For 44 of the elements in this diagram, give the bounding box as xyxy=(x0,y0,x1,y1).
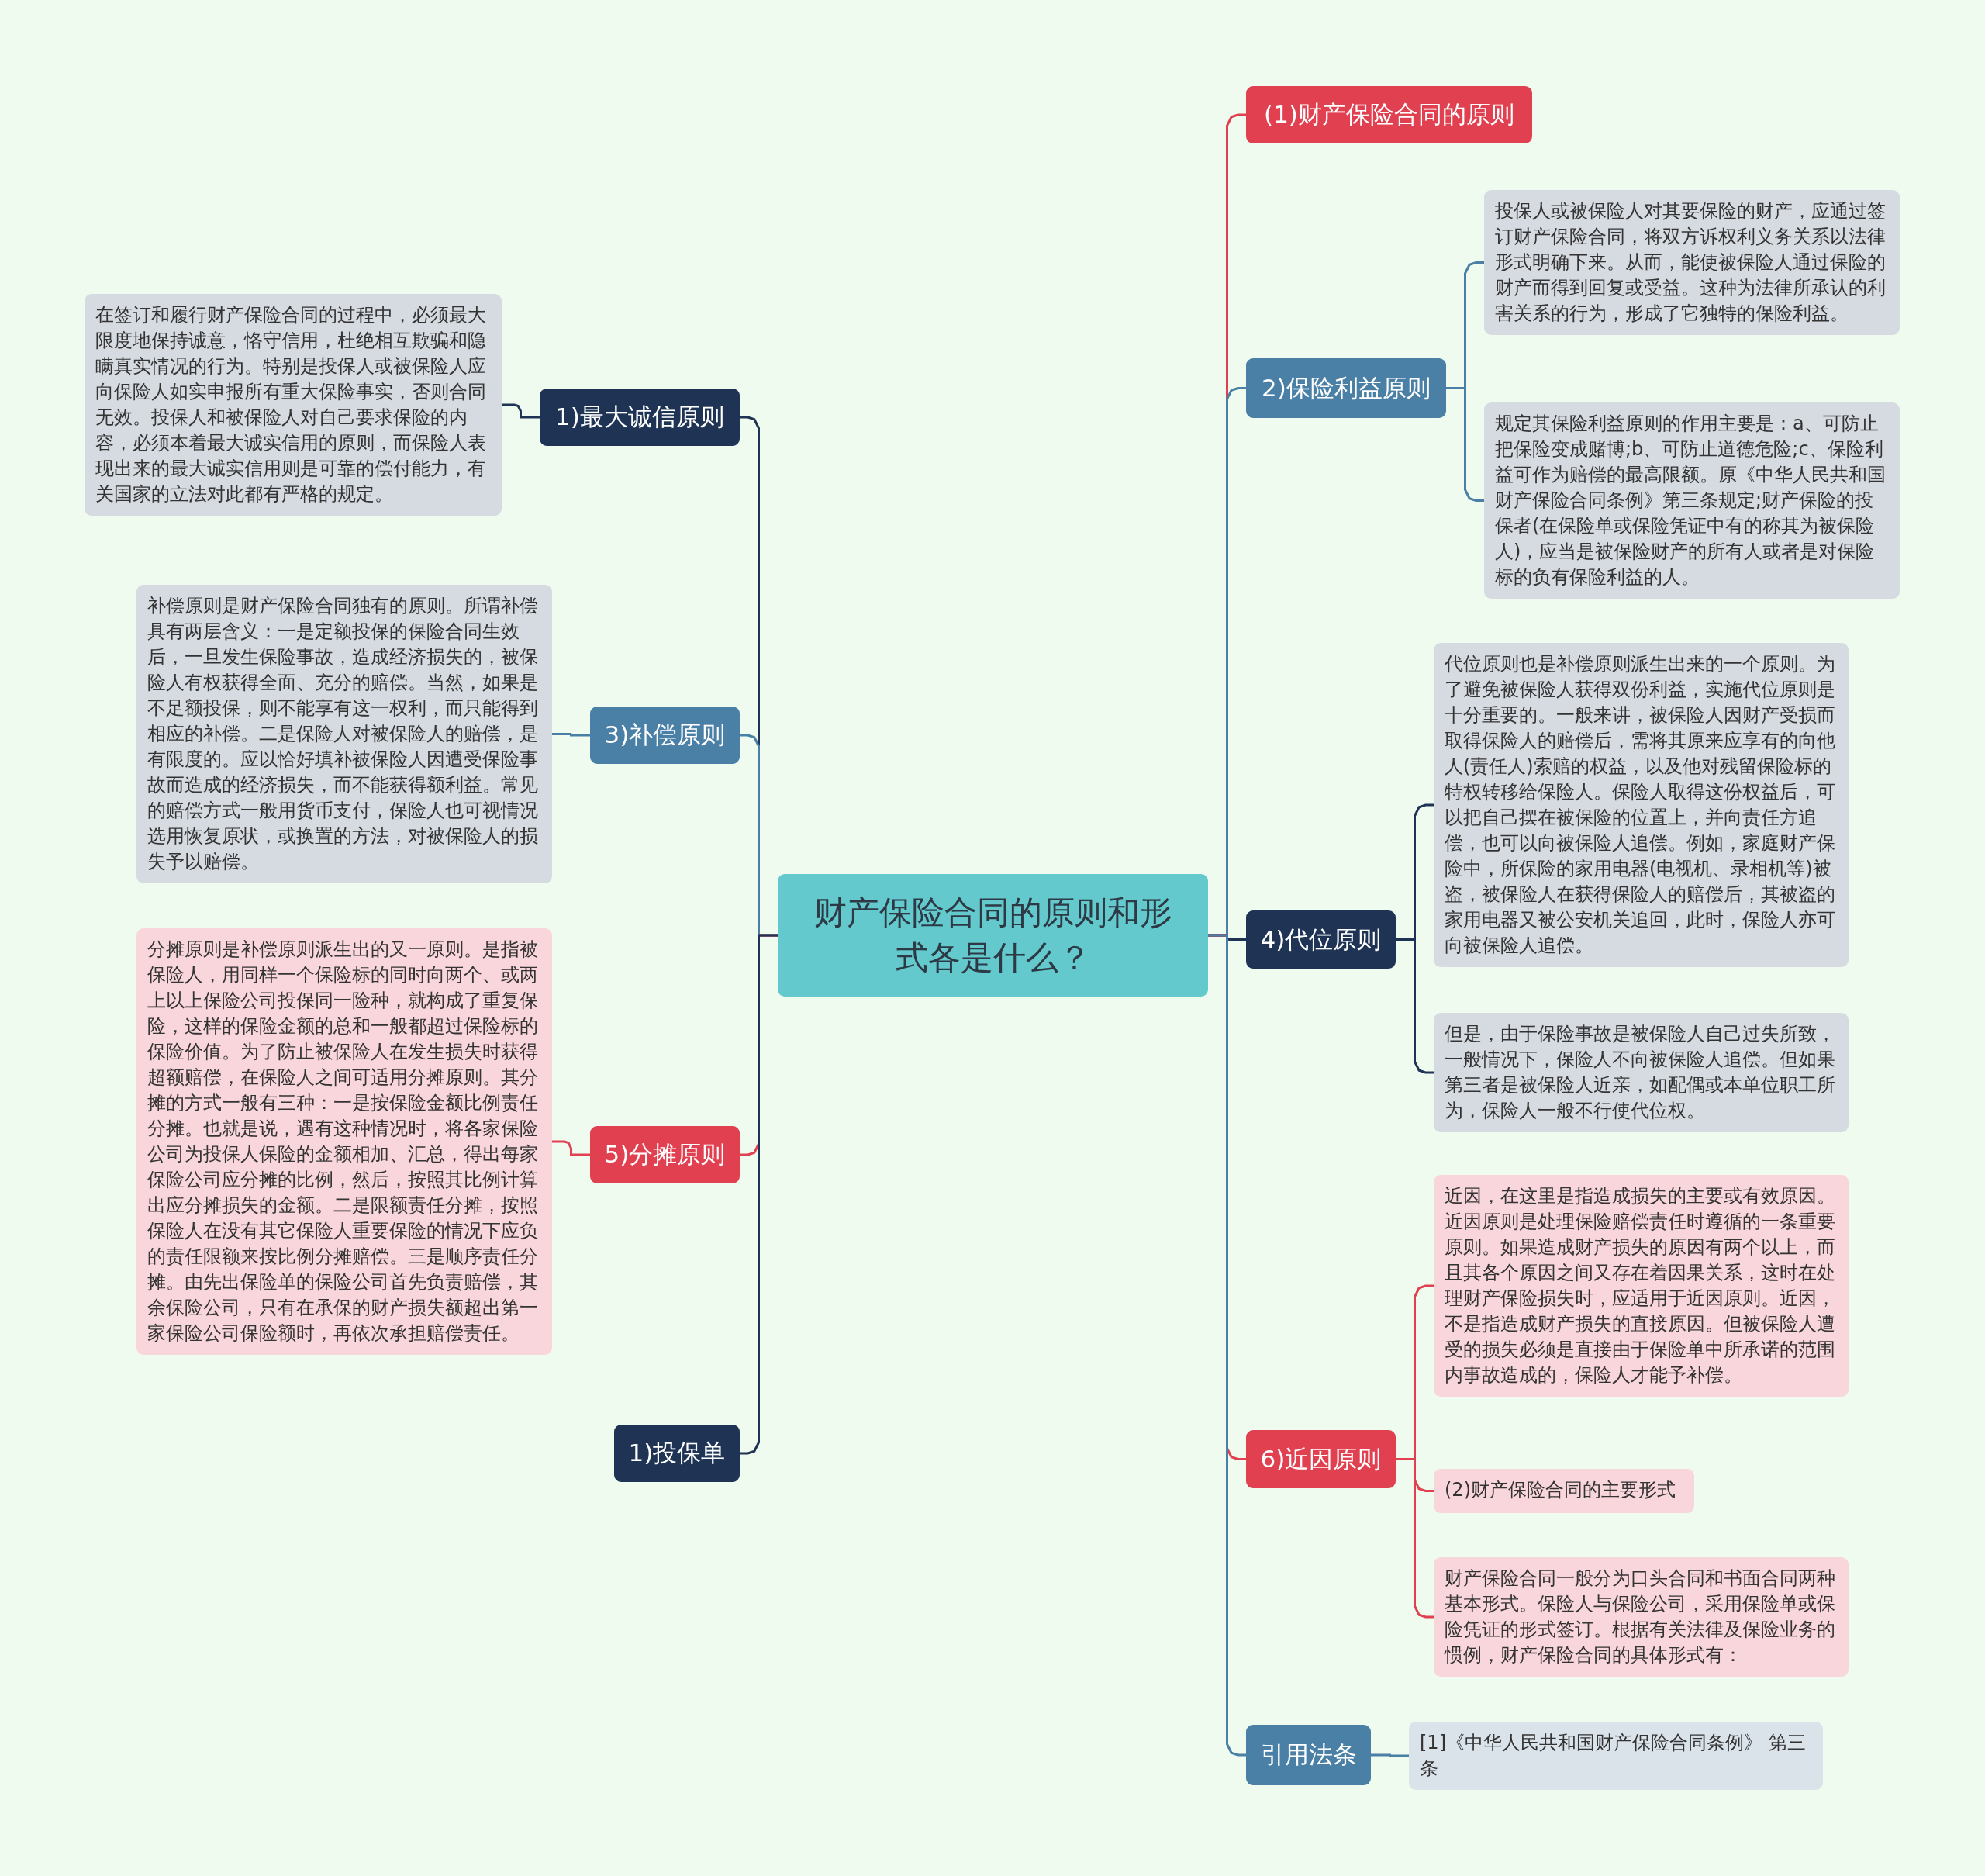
topic-label: 6)近因原则 xyxy=(1260,1443,1382,1474)
topic-box xyxy=(1246,86,1532,143)
connector-line xyxy=(1396,1458,1434,1619)
topic-label: 1)最大诚信原则 xyxy=(555,402,724,432)
topic-box xyxy=(590,707,740,764)
central-topic-box xyxy=(778,874,1208,997)
topic-box xyxy=(1246,1725,1371,1785)
topic-label: 5)分摊原则 xyxy=(604,1139,726,1169)
topic-box xyxy=(614,1425,740,1482)
topic-label: (1)财产保险合同的原则 xyxy=(1264,99,1514,130)
note-box xyxy=(1434,1013,1849,1132)
topic-box xyxy=(540,389,740,446)
note-text: 补偿原则是财产保险合同独有的原则。所谓补偿具有两层含义：一是定额投保的保险合同生效后，一旦发生保险事故，造成经济损失的，被保险人有权获得全面、充分的赔偿。当然，如果是不足额投保，则不能享有这一权利，而只能得到相应的补偿。二是保险人对被保险人的赔偿，是有限度的。应以恰好填补被保险人因遭受保险事故而造成的经济损失，而不能获得额利益。常见的赔偿方式一般用货币支付，保险人也可视情况选用恢复原状，或换置的方法，对被保险人的损失予以赔偿。 xyxy=(147,594,539,874)
topic-label: 4)代位原则 xyxy=(1260,924,1382,955)
note-text: 但是，由于保险事故是被保险人自己过失所致，一般情况下，保险人不向被保险人追偿。但如果第三者是被保险人近亲，如配偶或本单位职工所为，保险人一般不行使代位权。 xyxy=(1445,1022,1836,1123)
note-text: 在签订和履行财产保险合同的过程中，必须最大限度地保持诚意，恪守信用，杜绝相互欺骗和隐瞒真实情况的行为。特别是投保人或被保险人应向保险人如实申报所有重大保险事实，否则合同无效。投保人和被保险人对自己要求保险的内容，必须本着最大诚实信用的原则，而保险人表现出来的最大诚实信用则是可靠的偿付能力，有关国家的立法对此都有严格的规定。 xyxy=(95,303,487,506)
connector-line xyxy=(1446,387,1484,502)
connector-line xyxy=(502,403,540,419)
note-box xyxy=(1409,1722,1823,1790)
note-box xyxy=(1434,1557,1849,1677)
topic-label: 引用法条 xyxy=(1260,1740,1357,1770)
note-text: [1]《中华人民共和国财产保险合同条例》 第三条 xyxy=(1420,1731,1807,1781)
topic-box xyxy=(1246,1430,1396,1488)
note-text: 代位原则也是补偿原则派生出来的一个原则。为了避免被保险人获得双份利益，实施代位原则是十分重要的。一般来讲，被保险人因财产受损而取得保险人的赔偿后，需将其原来应享有的向他人(责任人)索赔的权益，以及他对残留保险标的特权转移给保险人。保险人取得这份权益后，可以把自己摆在被保险的位置上，并向责任方追偿，也可以向被保险人追偿。例如，家庭财产保险中，所保险的家用电器(电视机、录相机等)被盗，被保险人在获得保险人的赔偿后，其被盗的家用电器又被公安机关追回，此时，保险人亦可向被保险人追偿。 xyxy=(1445,652,1836,958)
note-text: 投保人或被保险人对其要保险的财产，应通过签订财产保险合同，将双方诉权利义务关系以法律形式明确下来。从而，能使被保险人通过保险的财产而得到回复或受益。这种为法律所承认的利害关系的行为，形成了它独特的保险利益。 xyxy=(1495,199,1887,326)
connector-line xyxy=(552,1140,590,1156)
topic-box xyxy=(1246,358,1446,418)
note-text: 财产保险合同一般分为口头合同和书面合同两种基本形式。保险人与保险公司，采用保险单或保险凭证的形式签订。根据有关法律及保险业务的惯例，财产保险合同的具体形式有： xyxy=(1445,1567,1836,1667)
topic-label: 2)保险利益原则 xyxy=(1262,372,1431,403)
topic-label: 3)补偿原则 xyxy=(604,720,726,750)
topic-label: 1)投保单 xyxy=(628,1438,726,1468)
connector-line xyxy=(1371,1753,1409,1757)
note-text: 分摊原则是补偿原则派生出的又一原则。是指被保险人，用同样一个保险标的同时向两个、或两上以上保险公司投保同一险种，就构成了重复保险，这样的保险金额的总和一般都超过保险标的保险价值。为了防止被保险人在发生损失时获得超额赔偿，在保险人之间可适用分摊原则。其分摊的方式一般有三种：一是按保险金额比例责任分摊。也就是说，遇有这种情况时，将各家保险公司为投保人保险的金额相加、汇总，得出每家保险公司应分摊的比例，然后，按照其比例计算出应分摊损失的金额。二是限额责任分摊，按照保险人在没有其它保险人重要保险的情况下应负的责任限额来按比例分摊赔偿。三是顺序责任分摊。由先出保险单的保险公司首先负责赔偿，其余保险公司，只有在承保的财产损失额超出第一家保险公司保险额时，再依次承担赔偿责任。 xyxy=(147,938,539,1346)
topic-label: 财产保险合同的原则和形式各是什么？ xyxy=(813,893,1173,978)
note-text: (2)财产保险合同的主要形式 xyxy=(1445,1478,1676,1502)
note-box xyxy=(1484,190,1900,335)
note-text: 规定其保险利益原则的作用主要是：a、可防止把保险变成赌博;b、可防止道德危险;c、保险利益可作为赔偿的最高限额。原《中华人民共和国财产保险合同条例》第三条规定;财产保险的投保者(在保险单或保险凭证中有的称其为被保险人)，应当是被保险财产的所有人或者是对保险标的负有保险利益的人。 xyxy=(1495,412,1887,589)
note-text: 近因，在这里是指造成损失的主要或有效原因。近因原则是处理保险赔偿责任时遵循的一条重要原则。如果造成财产损失的原因有两个以上，而且其各个原因之间又存在着因果关系，这时在处理财产保险损失时，应适用于近因原则。近因，不是指造成财产损失的直接原因。但被保险人遭受的损失必须是直接由于保险单中所承诺的范围内事故造成的，保险人才能予补偿。 xyxy=(1445,1184,1836,1387)
connector-line xyxy=(1396,938,1434,1074)
topic-box xyxy=(590,1126,740,1183)
note-box xyxy=(1434,1469,1694,1513)
connector-line xyxy=(740,934,778,1455)
connector-line xyxy=(552,733,590,737)
topic-box xyxy=(1246,910,1396,969)
